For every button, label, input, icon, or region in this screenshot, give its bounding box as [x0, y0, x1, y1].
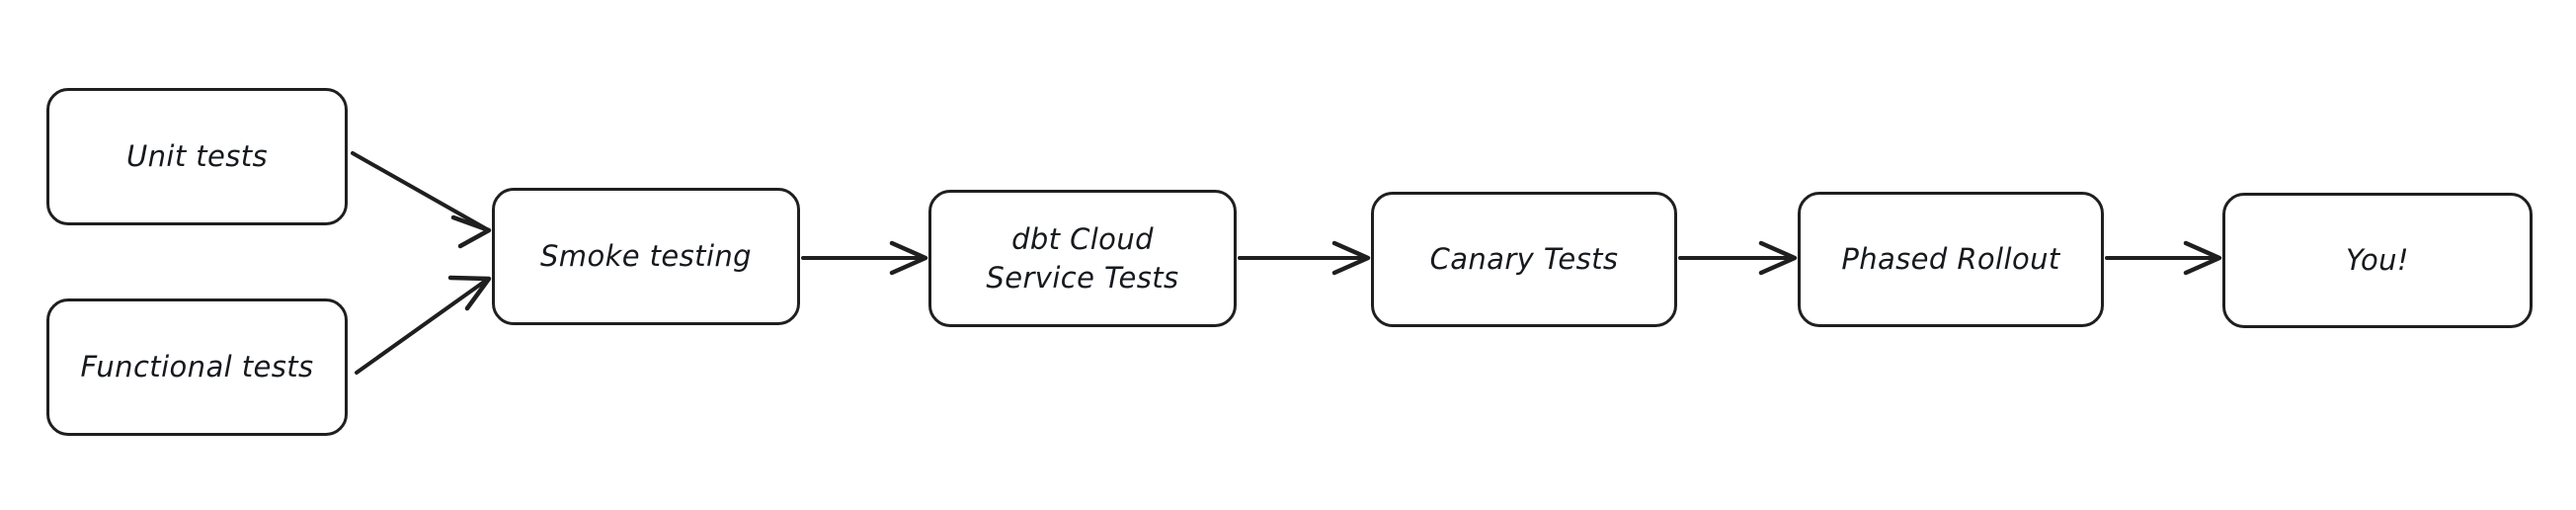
- node-dbt-cloud-service-tests[interactable]: dbt Cloud Service Tests: [928, 190, 1237, 327]
- edge-unit-to-smoke: [351, 151, 492, 249]
- edge-canary-to-phased: [1678, 240, 1798, 276]
- node-unit-tests-label: Unit tests: [125, 139, 269, 174]
- node-canary-tests-label: Canary Tests: [1429, 242, 1619, 277]
- node-unit-tests[interactable]: Unit tests: [46, 88, 348, 225]
- edge-functional-to-smoke: [355, 275, 492, 375]
- node-canary-tests[interactable]: Canary Tests: [1371, 192, 1677, 327]
- edge-dbt-to-canary: [1238, 240, 1371, 276]
- node-you-label: You!: [2346, 243, 2409, 278]
- node-smoke-testing[interactable]: Smoke testing: [492, 188, 800, 325]
- node-functional-tests-label: Functional tests: [80, 350, 314, 384]
- node-phased-rollout[interactable]: Phased Rollout: [1798, 192, 2104, 327]
- node-dbt-cloud-service-tests-label: dbt Cloud Service Tests: [986, 222, 1179, 295]
- edge-phased-to-you: [2105, 240, 2222, 276]
- node-phased-rollout-label: Phased Rollout: [1841, 242, 2060, 277]
- edge-smoke-to-dbt: [801, 240, 928, 276]
- node-you[interactable]: You!: [2222, 193, 2533, 328]
- node-smoke-testing-label: Smoke testing: [540, 239, 752, 274]
- node-functional-tests[interactable]: Functional tests: [46, 298, 348, 436]
